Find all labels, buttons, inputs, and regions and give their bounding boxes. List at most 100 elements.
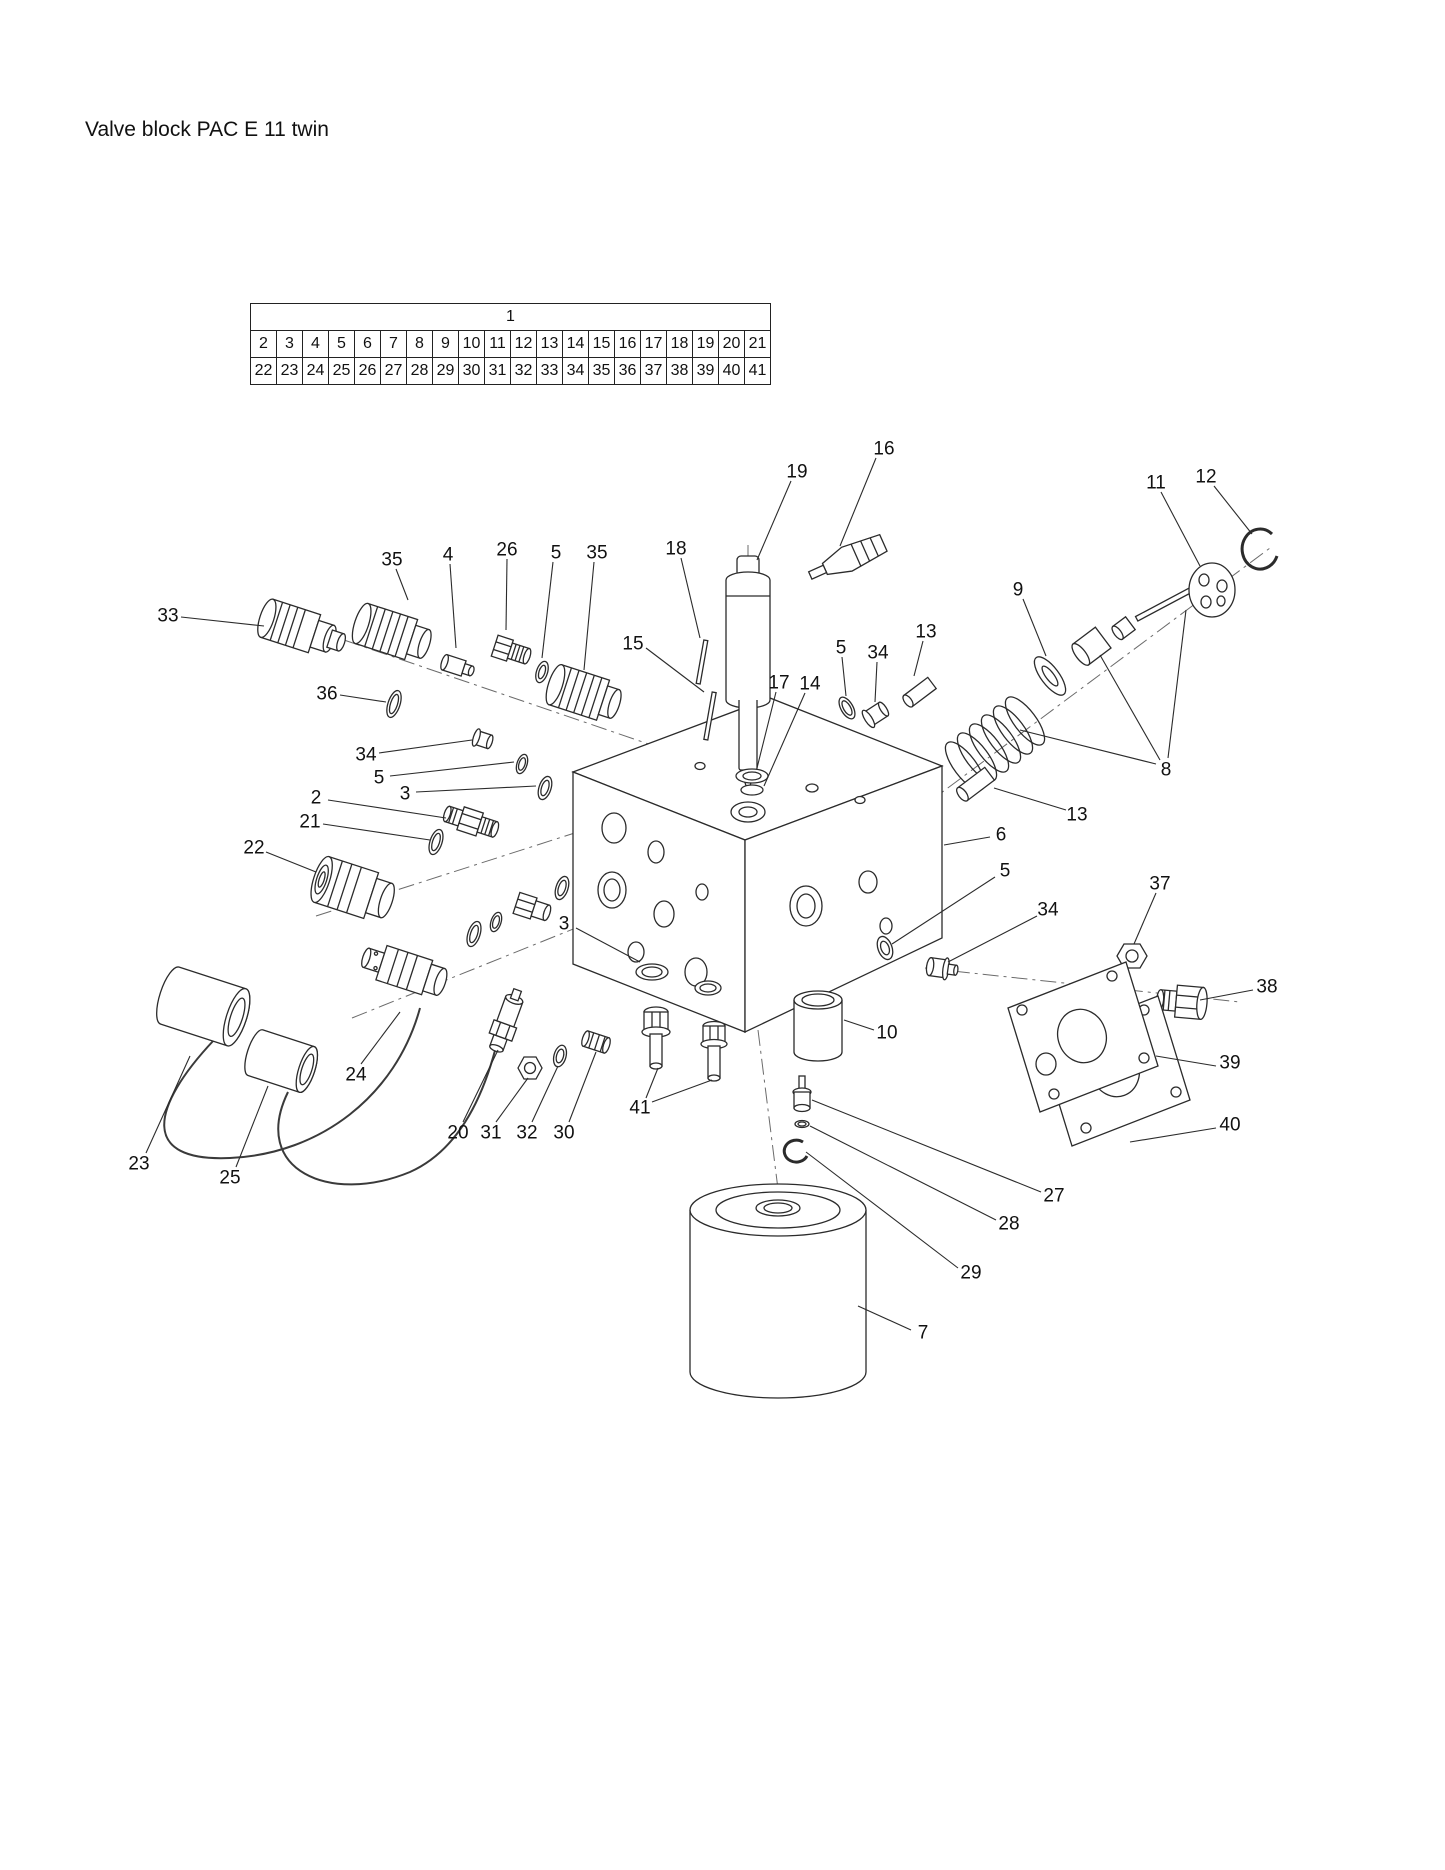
part-label-19: 19 bbox=[786, 462, 807, 483]
leader-line-8 bbox=[1099, 654, 1161, 761]
dust-cap-23 bbox=[156, 966, 251, 1047]
leader-line-13 bbox=[993, 787, 1067, 811]
leader-line-5 bbox=[389, 761, 515, 777]
relief-valve-20 bbox=[488, 987, 524, 1053]
leader-line-6 bbox=[943, 836, 991, 846]
leader-line-32 bbox=[531, 1065, 559, 1123]
leader-line-23 bbox=[145, 1055, 191, 1154]
part-label-32: 32 bbox=[516, 1123, 537, 1144]
part-number-cell: 37 bbox=[640, 357, 667, 385]
part-label-8: 8 bbox=[1161, 760, 1172, 781]
plug-34-left bbox=[471, 728, 494, 750]
part-label-18: 18 bbox=[665, 539, 686, 560]
part-label-11: 11 bbox=[1146, 473, 1166, 494]
leader-line-18 bbox=[680, 557, 701, 639]
washer-32 bbox=[552, 1044, 568, 1068]
part-label-20: 20 bbox=[447, 1123, 468, 1144]
part-label-10: 10 bbox=[876, 1023, 897, 1044]
part-label-5: 5 bbox=[1000, 861, 1011, 882]
part-label-17: 17 bbox=[768, 673, 789, 694]
leader-line-41 bbox=[645, 1067, 659, 1099]
leader-line-37 bbox=[1133, 892, 1157, 945]
parts-table-header-row: 1 bbox=[250, 303, 771, 331]
part-label-39: 39 bbox=[1219, 1053, 1240, 1074]
valve-core-4 bbox=[440, 653, 475, 677]
part-label-6: 6 bbox=[996, 825, 1007, 846]
part-label-5: 5 bbox=[374, 768, 385, 789]
leader-line-10 bbox=[843, 1019, 875, 1031]
o-ring-5-top bbox=[838, 696, 856, 720]
end-plate-11 bbox=[1188, 562, 1236, 618]
part-label-28: 28 bbox=[998, 1214, 1019, 1235]
part-number-cell: 25 bbox=[328, 357, 355, 385]
part-label-23: 23 bbox=[128, 1154, 149, 1175]
leader-line-31 bbox=[495, 1077, 529, 1123]
nipple-row bbox=[512, 891, 552, 922]
part-label-31: 31 bbox=[480, 1123, 501, 1144]
nipple-2 bbox=[442, 805, 500, 838]
leader-line-19 bbox=[756, 480, 792, 561]
part-label-38: 38 bbox=[1256, 977, 1277, 998]
leader-line-5 bbox=[841, 656, 847, 697]
fitting-41-left bbox=[641, 1006, 671, 1070]
part-label-30: 30 bbox=[553, 1123, 574, 1144]
part-label-34: 34 bbox=[355, 745, 377, 766]
leader-line-11 bbox=[1160, 491, 1201, 567]
part-number-cell: 38 bbox=[666, 357, 693, 385]
part-number-cell: 13 bbox=[536, 330, 563, 358]
filter-canister bbox=[689, 1183, 867, 1399]
bushing-10 bbox=[793, 990, 843, 1062]
o-ring-5-a bbox=[535, 660, 549, 684]
part-label-27: 27 bbox=[1043, 1186, 1064, 1207]
part-label-26: 26 bbox=[496, 540, 517, 561]
o-ring-5-c bbox=[876, 935, 894, 961]
part-number-cell: 17 bbox=[640, 330, 667, 358]
part-label-15: 15 bbox=[622, 634, 643, 655]
part-number-cell: 41 bbox=[744, 357, 771, 385]
leader-line-15 bbox=[645, 647, 705, 693]
leader-line-24 bbox=[360, 1011, 401, 1065]
hex-nut-31 bbox=[517, 1056, 543, 1080]
part-label-24: 24 bbox=[345, 1065, 367, 1086]
leader-line-20 bbox=[462, 1049, 499, 1123]
o-ring-5-b bbox=[515, 753, 529, 775]
leader-line-34 bbox=[378, 739, 473, 754]
washer-9 bbox=[1033, 656, 1067, 696]
leader-line-28 bbox=[809, 1125, 997, 1221]
part-label-40: 40 bbox=[1219, 1115, 1240, 1136]
pin-18 bbox=[695, 639, 709, 685]
leader-line-13 bbox=[913, 640, 924, 677]
leader-line-8 bbox=[1167, 609, 1187, 759]
part-number-cell: 24 bbox=[302, 357, 329, 385]
leader-line-30 bbox=[568, 1051, 597, 1123]
plug-34-top bbox=[861, 701, 890, 729]
part-label-35: 35 bbox=[381, 550, 402, 571]
leader-line-2 bbox=[327, 799, 447, 819]
part-label-13: 13 bbox=[915, 622, 936, 643]
coupling-35-right bbox=[545, 663, 622, 721]
leader-line-25 bbox=[235, 1085, 269, 1168]
leader-line-22 bbox=[265, 851, 317, 873]
leader-line-4 bbox=[449, 563, 457, 649]
part-number-cell: 6 bbox=[354, 330, 381, 358]
seal-ring-14 bbox=[740, 784, 764, 796]
o-ring-21 bbox=[428, 828, 444, 856]
coupling-22 bbox=[310, 855, 395, 920]
part-label-5: 5 bbox=[551, 543, 562, 564]
parts-table-header-cell: 1 bbox=[250, 303, 771, 331]
lanyard-25 bbox=[277, 1029, 501, 1186]
coupling-24 bbox=[361, 944, 448, 997]
part-label-5: 5 bbox=[836, 638, 847, 659]
leader-line-39 bbox=[1155, 1055, 1217, 1067]
washer-28 bbox=[794, 1119, 810, 1129]
leader-line-3 bbox=[415, 785, 537, 793]
part-label-16: 16 bbox=[873, 439, 894, 460]
part-label-33: 33 bbox=[157, 606, 178, 627]
part-label-25: 25 bbox=[219, 1168, 240, 1189]
part-label-37: 37 bbox=[1149, 874, 1170, 895]
part-number-cell: 5 bbox=[328, 330, 355, 358]
